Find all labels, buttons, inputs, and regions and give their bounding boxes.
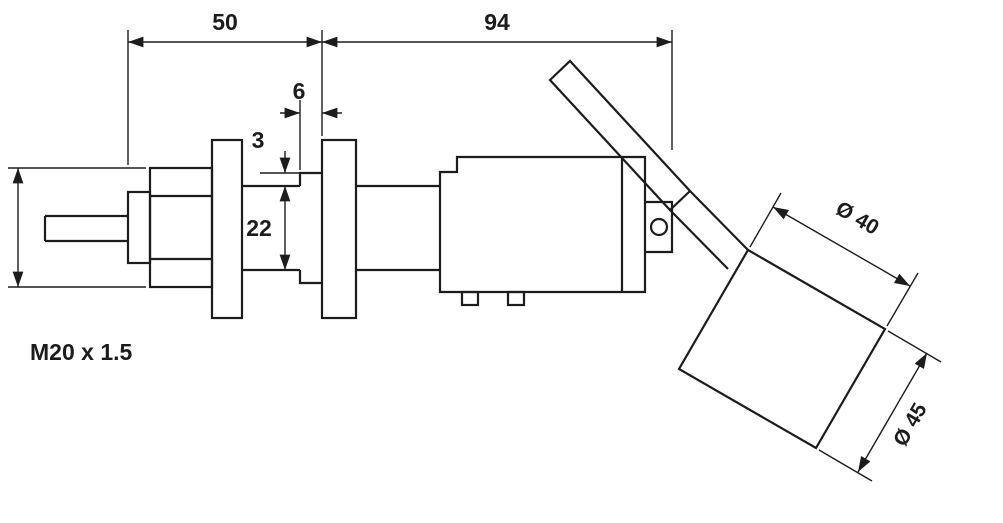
label-dim-22: 22: [246, 215, 272, 241]
label-dim-50: 50: [212, 9, 238, 35]
dimension-line-dia40: [772, 206, 911, 287]
float-arm-links: [669, 190, 749, 270]
switch-body: [438, 155, 647, 294]
label-thread-size: M20 x 1.5: [30, 339, 132, 365]
hex-nut-body: [148, 166, 214, 289]
gland-collar: [126, 190, 152, 265]
label-float-dia-40: Ø 40: [832, 197, 883, 240]
dimension-labels: 50 94 6 3 22 M20 x 1.5 Ø 40 Ø 45: [30, 9, 932, 450]
float-body: [677, 248, 887, 450]
pivot-pin: [649, 217, 669, 237]
label-dim-6: 6: [293, 78, 306, 104]
dimension-line-dia45: [857, 352, 928, 473]
extension-lines-dia40: [749, 192, 919, 327]
mounting-plate-left: [210, 138, 244, 320]
extension-lines-top: [127, 30, 673, 165]
hinge-bracket: [645, 200, 674, 254]
extension-lines-dia45: [818, 330, 942, 482]
hex-nut-facets: [150, 194, 212, 261]
dimension-linework: [8, 30, 942, 482]
body-tab-2: [506, 290, 526, 307]
mounting-plate-right: [320, 138, 358, 320]
label-dim-94: 94: [484, 9, 510, 35]
extension-lines-left: [8, 167, 146, 288]
part-outline: [43, 59, 887, 450]
body-tab-1: [460, 290, 480, 307]
cable-stub: [43, 214, 128, 243]
stem-to-body: [356, 184, 440, 272]
label-dim-3: 3: [252, 127, 265, 153]
float-arm-raised: [548, 59, 692, 212]
